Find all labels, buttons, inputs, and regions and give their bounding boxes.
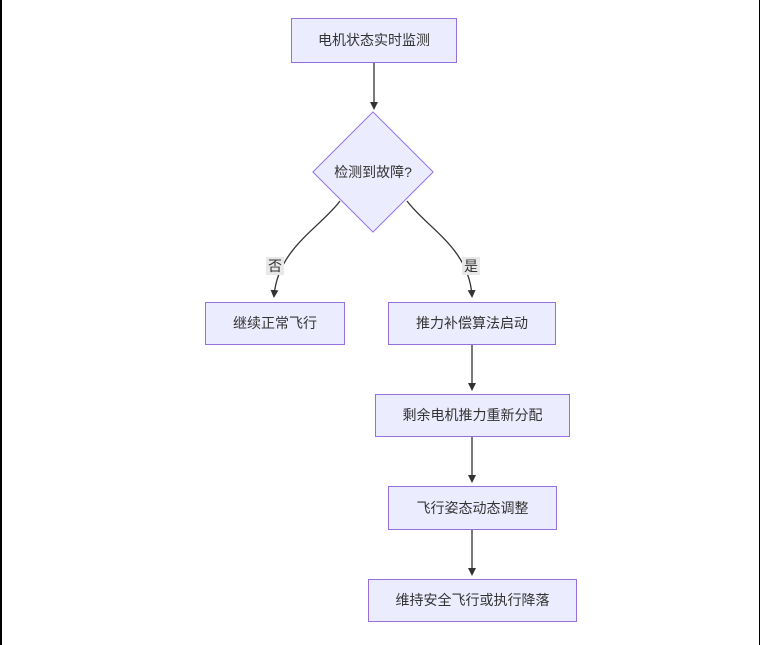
node-thrust-compensation: 推力补偿算法启动 bbox=[388, 302, 556, 345]
node-safe-flight-or-landing: 维持安全飞行或执行降落 bbox=[368, 579, 577, 622]
edge-label-yes: 是 bbox=[462, 256, 480, 276]
node-attitude-adjustment-label: 飞行姿态动态调整 bbox=[416, 499, 529, 516]
node-continue-flight-label: 继续正常飞行 bbox=[233, 315, 317, 332]
node-continue-flight: 继续正常飞行 bbox=[205, 302, 345, 345]
node-motor-monitoring-label: 电机状态实时监测 bbox=[318, 32, 430, 49]
node-motor-monitoring: 电机状态实时监测 bbox=[291, 18, 457, 63]
edge-label-no: 否 bbox=[266, 256, 284, 276]
node-thrust-reallocation-label: 剩余电机推力重新分配 bbox=[402, 407, 543, 424]
edge-decision-to-thrust-compensation bbox=[406, 200, 476, 298]
node-attitude-adjustment: 飞行姿态动态调整 bbox=[388, 486, 557, 530]
node-fault-decision-label: 检测到故障? bbox=[334, 164, 412, 180]
node-safe-flight-or-landing-label: 维持安全飞行或执行降落 bbox=[395, 592, 550, 609]
window-left-edge bbox=[0, 0, 2, 645]
edge-decision-to-continue-flight bbox=[270, 200, 341, 298]
node-thrust-reallocation: 剩余电机推力重新分配 bbox=[375, 394, 570, 437]
node-thrust-compensation-label: 推力补偿算法启动 bbox=[416, 315, 528, 332]
